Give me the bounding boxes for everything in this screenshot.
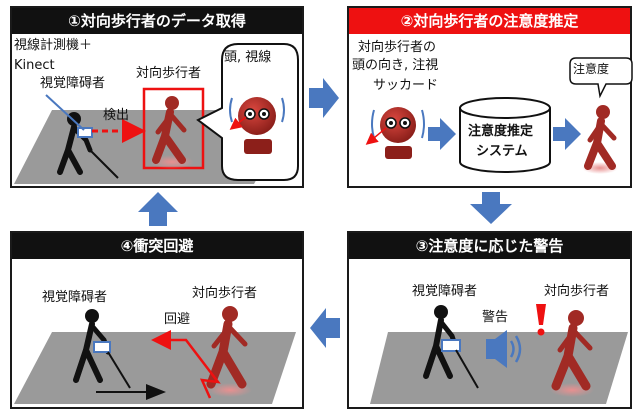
walking-pedestrian-icon bbox=[206, 306, 248, 389]
panel-1-title: ①対向歩行者のデータ取得 bbox=[12, 8, 302, 34]
flow-arrow-out bbox=[553, 118, 581, 150]
pedestrian-label: 対向歩行者 bbox=[544, 284, 610, 299]
gaze-tracker-line bbox=[45, 94, 85, 131]
detect-label: 検出 bbox=[103, 108, 130, 123]
panel-3-title: ③注意度に応じた警告 bbox=[349, 233, 630, 259]
pedestrian-label: 対向歩行者 bbox=[192, 286, 258, 301]
vip-label: 視覚障碍者 bbox=[412, 284, 478, 299]
blind-person-icon bbox=[57, 112, 93, 175]
system-label-2: システム bbox=[476, 144, 528, 159]
attention-label: 注意度 bbox=[573, 62, 610, 76]
head-orientation-label-2: 頭の向き, 注視 bbox=[352, 58, 439, 73]
flow-arrow-4-to-1 bbox=[138, 192, 178, 226]
warning-label: 警告 bbox=[482, 310, 509, 325]
head-orientation-label-1: 対向歩行者の bbox=[358, 40, 437, 55]
robot-head-icon bbox=[229, 97, 285, 154]
white-cane bbox=[89, 149, 119, 179]
robot-head-icon bbox=[365, 107, 425, 159]
vip-label: 視覚障碍者 bbox=[42, 290, 108, 305]
pedestrian-label: 対向歩行者 bbox=[136, 66, 202, 81]
sensor-label: 視線計測機＋ bbox=[14, 38, 93, 53]
avoid-path-arrow bbox=[151, 330, 221, 399]
flow-arrow-1-to-2 bbox=[309, 78, 339, 118]
walking-pedestrian-icon bbox=[551, 310, 593, 391]
walking-pedestrian-icon bbox=[584, 105, 617, 170]
saccade-label: サッカード bbox=[373, 78, 439, 93]
avoid-label: 回避 bbox=[164, 312, 191, 327]
database-cylinder-icon bbox=[459, 97, 551, 173]
attention-callout bbox=[569, 57, 633, 99]
panel-4-title: ④衝突回避 bbox=[12, 233, 302, 259]
flow-arrow-in bbox=[428, 118, 456, 150]
system-label-1: 注意度推定 bbox=[468, 124, 534, 139]
walking-pedestrian-icon bbox=[152, 96, 187, 164]
flow-arrow-3-to-4 bbox=[310, 308, 340, 348]
head-gaze-label: 頭, 視線 bbox=[224, 50, 272, 65]
exclamation-icon bbox=[536, 304, 546, 336]
floor-plane bbox=[14, 332, 296, 404]
flow-arrow-2-to-3 bbox=[470, 192, 512, 224]
blind-person-icon bbox=[423, 305, 461, 379]
blind-person-icon bbox=[73, 309, 111, 383]
speaker-icon bbox=[486, 330, 522, 368]
kinect-label: Kinect bbox=[14, 58, 55, 73]
vip-label: 視覚障碍者 bbox=[40, 76, 106, 91]
panel-2-title: ②対向歩行者の注意度推定 bbox=[349, 8, 630, 34]
